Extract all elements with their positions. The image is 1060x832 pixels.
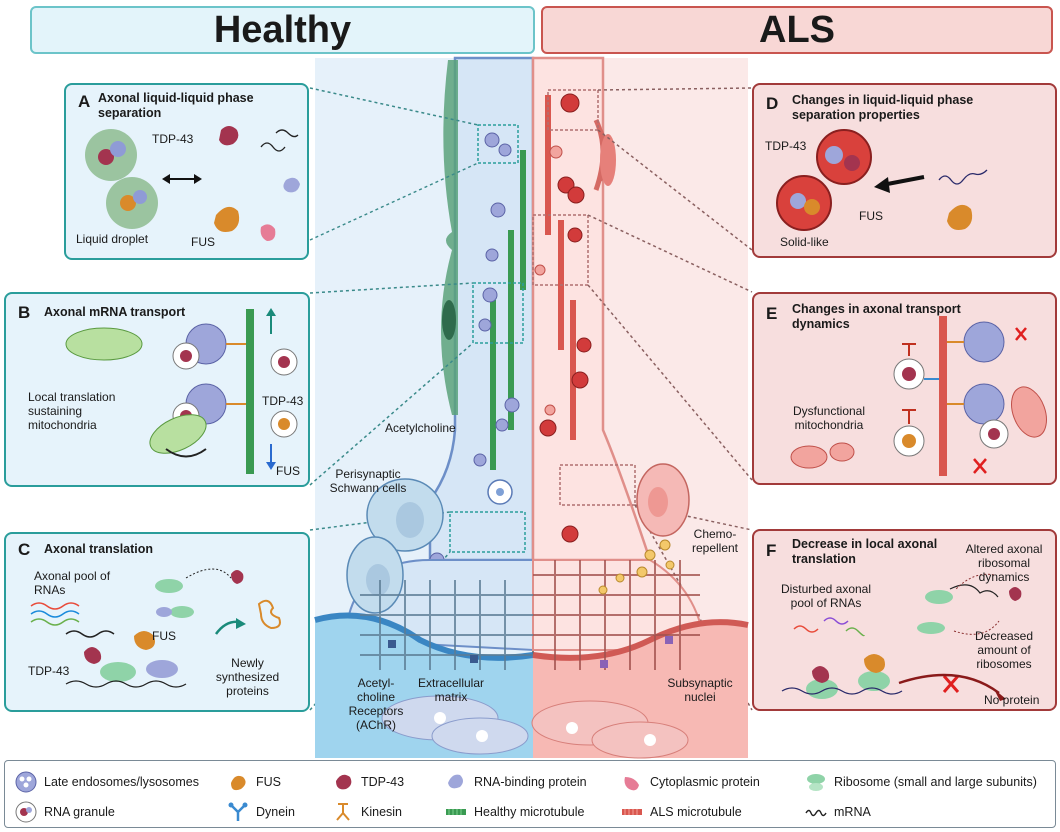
legend-item: Cytoplasmic protein xyxy=(621,771,760,793)
als-header: ALS xyxy=(541,6,1053,54)
legend-item: TDP-43 xyxy=(332,771,404,793)
acetylcholine-label: Acetylcholine xyxy=(385,421,456,435)
legend: Late endosomes/lysosomes FUS TDP-43 RNA-… xyxy=(4,760,1056,828)
panel-c: C Axonal translation Axonal pool of RNAs… xyxy=(4,532,310,712)
panel-e: E Changes in axonal transport dynamics D… xyxy=(752,292,1057,485)
rna-binding-protein-icon xyxy=(448,774,463,789)
panel-a-tdp43-label: TDP-43 xyxy=(152,132,194,146)
rna-granule-icon xyxy=(15,801,37,823)
healthy-header: Healthy xyxy=(30,6,535,54)
late-endosome-icon xyxy=(15,771,37,793)
legend-label: Cytoplasmic protein xyxy=(650,775,760,789)
legend-label: Kinesin xyxy=(361,805,402,819)
panel-d-title: Changes in liquid-liquid phase separatio… xyxy=(792,93,974,122)
legend-item: RNA granule xyxy=(15,801,115,823)
legend-label: Dynein xyxy=(256,805,295,819)
extracellular-matrix-label: Extracellular matrix xyxy=(417,676,485,704)
panel-f-altered-label: Altered axonal ribosomal dynamics xyxy=(965,542,1043,584)
panel-d-solid-like-label: Solid-like xyxy=(780,235,829,249)
panel-b-illustration xyxy=(65,308,298,474)
fus-icon xyxy=(231,775,246,791)
panel-a: A Axonal liquid-liquid phase separation … xyxy=(64,83,309,260)
legend-item: Ribosome (small and large subunits) xyxy=(805,771,1037,793)
als-microtubule-icon xyxy=(622,809,642,815)
panel-c-fus-label: FUS xyxy=(152,629,176,643)
panel-d-illustration xyxy=(776,129,988,231)
legend-label: FUS xyxy=(256,775,281,789)
legend-item: Kinesin xyxy=(332,801,402,823)
panel-f-illustration xyxy=(781,573,1022,701)
panel-e-illustration xyxy=(790,316,1047,476)
healthy-microtubule-icon xyxy=(446,809,466,815)
panel-f-no-protein-label: No protein xyxy=(984,693,1040,707)
panel-b-fus-label: FUS xyxy=(276,464,300,478)
legend-item: Dynein xyxy=(227,801,295,823)
panel-f-title: Decrease in local axonal translation xyxy=(792,537,938,566)
cytoplasmic-protein-icon xyxy=(624,777,639,791)
perisynaptic-schwann-label: Perisynaptic Schwann cells xyxy=(329,467,407,495)
panel-d-letter: D xyxy=(766,94,779,113)
panel-c-pool-label: Axonal pool of RNAs xyxy=(34,569,111,597)
panel-d-fus-label: FUS xyxy=(859,209,883,223)
panel-b-letter: B xyxy=(18,303,31,322)
panel-b: B Axonal mRNA transport Local translatio… xyxy=(4,292,310,487)
legend-item: Healthy microtubule xyxy=(445,801,584,823)
panel-f-decreased-label: Decreased amount of ribosomes xyxy=(974,629,1034,671)
ribosome-icon xyxy=(807,774,825,791)
panel-e-dysfunctional-label: Dysfunctional mitochondria xyxy=(792,404,866,432)
panel-f: F Decrease in local axonal translation A… xyxy=(752,529,1057,711)
panel-b-title: Axonal mRNA transport xyxy=(44,305,186,319)
panel-b-local-translation-label: Local translation sustaining mitochondri… xyxy=(28,390,116,432)
mrna-icon xyxy=(805,809,827,817)
panel-e-title: Changes in axonal transport dynamics xyxy=(792,302,961,331)
panel-c-new-proteins-label: Newly synthesized proteins xyxy=(215,656,280,698)
subsynaptic-nuclei-label: Subsynaptic nuclei xyxy=(667,676,733,704)
panel-a-liquid-droplet-label: Liquid droplet xyxy=(76,232,149,246)
panel-a-fus-label: FUS xyxy=(191,235,215,249)
panel-e-letter: E xyxy=(766,304,778,323)
legend-label: mRNA xyxy=(834,805,871,819)
legend-item: FUS xyxy=(227,771,281,793)
panel-c-letter: C xyxy=(18,540,31,559)
legend-label: ALS microtubule xyxy=(650,805,742,819)
panel-d-tdp43-label: TDP-43 xyxy=(765,139,807,153)
legend-label: TDP-43 xyxy=(361,775,405,789)
legend-label: Late endosomes/lysosomes xyxy=(44,775,199,789)
legend-label: RNA granule xyxy=(44,805,115,819)
legend-label: RNA-binding protein xyxy=(474,775,587,789)
legend-label: Ribosome (small and large subunits) xyxy=(834,775,1037,789)
kinesin-icon xyxy=(336,803,350,821)
achr-label: Acetyl-choline Receptors (AChR) xyxy=(348,676,404,732)
legend-item: ALS microtubule xyxy=(621,801,742,823)
legend-label: Healthy microtubule xyxy=(474,805,585,819)
chemo-repellent-label: Chemo-repellent xyxy=(691,527,739,555)
panel-b-tdp43-label: TDP-43 xyxy=(262,394,304,408)
panel-c-title: Axonal translation xyxy=(44,542,154,556)
panel-f-disturbed-label: Disturbed axonal pool of RNAs xyxy=(780,582,872,610)
legend-item: mRNA xyxy=(805,801,871,823)
tdp43-icon xyxy=(336,774,352,790)
panel-a-illustration xyxy=(85,126,300,241)
panel-d: D Changes in liquid-liquid phase separat… xyxy=(752,83,1057,258)
panel-f-letter: F xyxy=(766,541,777,560)
panel-a-title: Axonal liquid-liquid phase separation xyxy=(98,91,254,120)
panel-c-tdp43-label: TDP-43 xyxy=(28,664,70,678)
panel-c-illustration xyxy=(30,568,281,688)
legend-item: RNA-binding protein xyxy=(445,771,587,793)
panel-a-letter: A xyxy=(78,92,91,111)
legend-item: Late endosomes/lysosomes xyxy=(15,771,199,793)
dynein-icon xyxy=(228,802,248,821)
